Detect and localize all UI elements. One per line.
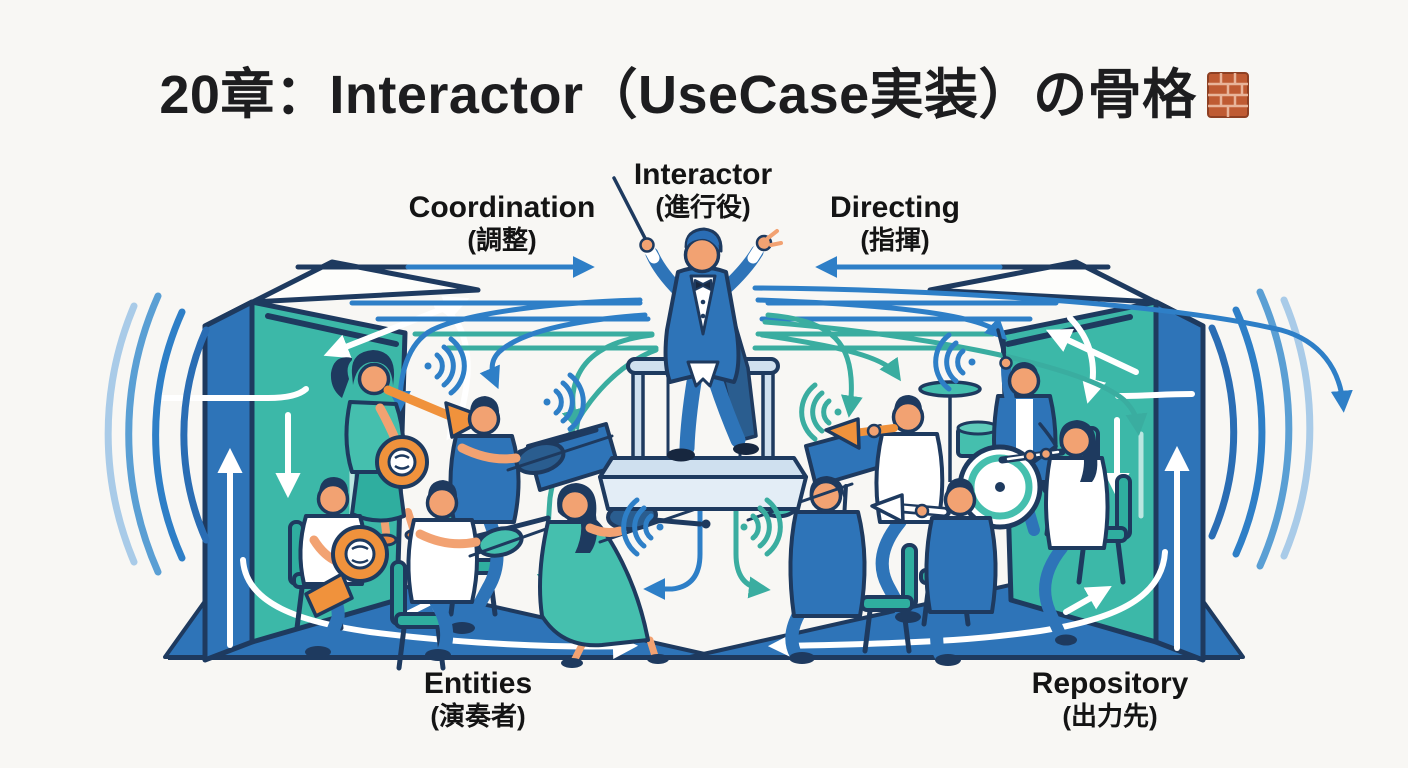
conductor [612,176,783,462]
label-interactor-en: Interactor [633,158,773,191]
musician-violinist-woman [538,483,718,668]
musician-violinist-white [392,480,562,668]
podium [598,357,808,511]
label-directing: Directing (指揮) [830,190,960,256]
sound-wave-icon [544,375,584,429]
sound-waves-left [104,292,210,576]
page-title-text: 20章：Interactor（UseCase実装）の骨格 [159,65,1197,125]
musician-violinist-blue [444,396,614,634]
sound-wave-icon [936,335,976,389]
page-title: 20章：Interactor（UseCase実装）の骨格 [0,50,1408,129]
label-repository-jp: (出力先) [1062,701,1158,732]
label-coordination-en: Coordination [408,191,596,224]
label-interactor: Interactor (進行役) [634,157,772,223]
label-repository: Repository (出力先) [1032,666,1189,732]
baton [612,176,650,246]
label-entities-jp: (演奏者) [430,701,526,732]
musician-trumpeter-blue [870,478,998,666]
label-directing-en: Directing [829,191,961,224]
musician-flutist [998,420,1130,646]
label-repository-en: Repository [1031,667,1189,700]
right-wall-flow-arrows [767,315,1195,659]
musician-horn-player [290,477,389,658]
label-interactor-jp: (進行役) [655,192,751,223]
musician-horn-woman [330,350,489,547]
label-coordination-jp: (調整) [467,225,537,256]
label-coordination: Coordination (調整) [409,190,596,256]
label-directing-jp: (指揮) [860,225,930,256]
label-entities: Entities (演奏者) [424,666,532,732]
sound-wave-icon [425,339,465,393]
brick-icon [1206,69,1249,131]
label-entities-en: Entities [423,667,533,700]
